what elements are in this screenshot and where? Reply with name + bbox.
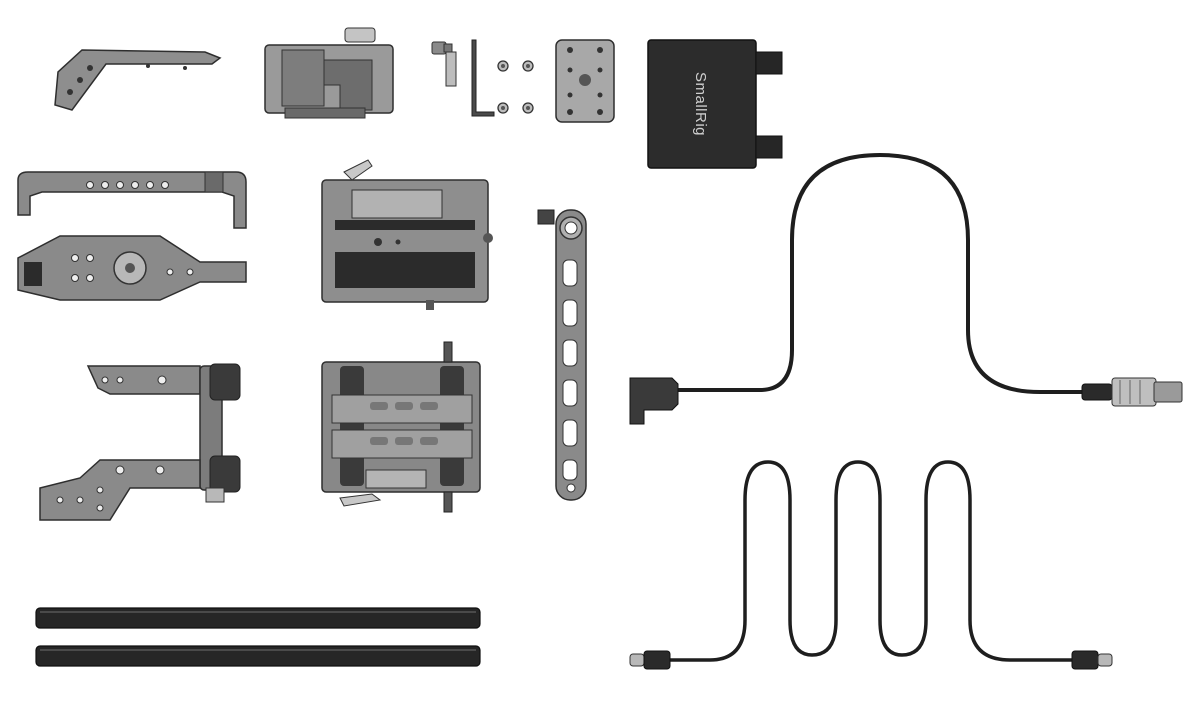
top-handle-icon bbox=[17, 171, 247, 229]
thumb-screw-icon bbox=[431, 41, 457, 87]
rod-icon bbox=[35, 607, 481, 629]
pouch-brand-label: SmallRig bbox=[692, 72, 709, 136]
usb-c-cable-icon bbox=[629, 460, 1113, 670]
v-mount-battery-plate-icon bbox=[264, 27, 394, 119]
rod-arm-icon bbox=[537, 209, 587, 501]
rubber-pad-icon bbox=[497, 60, 534, 114]
hex-key-icon bbox=[471, 39, 495, 117]
baseplate-icon bbox=[321, 341, 481, 513]
mounting-plate-icon bbox=[555, 39, 615, 123]
top-plate-icon bbox=[54, 49, 222, 111]
rod-icon bbox=[35, 645, 481, 667]
storage-pouch-icon: SmallRig bbox=[647, 39, 783, 169]
d-tap-to-xlr-cable-icon bbox=[629, 152, 1183, 425]
rod-clamp-plate-icon bbox=[17, 235, 247, 301]
l-bracket-icon bbox=[39, 363, 241, 521]
quick-release-plate-icon bbox=[321, 159, 493, 310]
